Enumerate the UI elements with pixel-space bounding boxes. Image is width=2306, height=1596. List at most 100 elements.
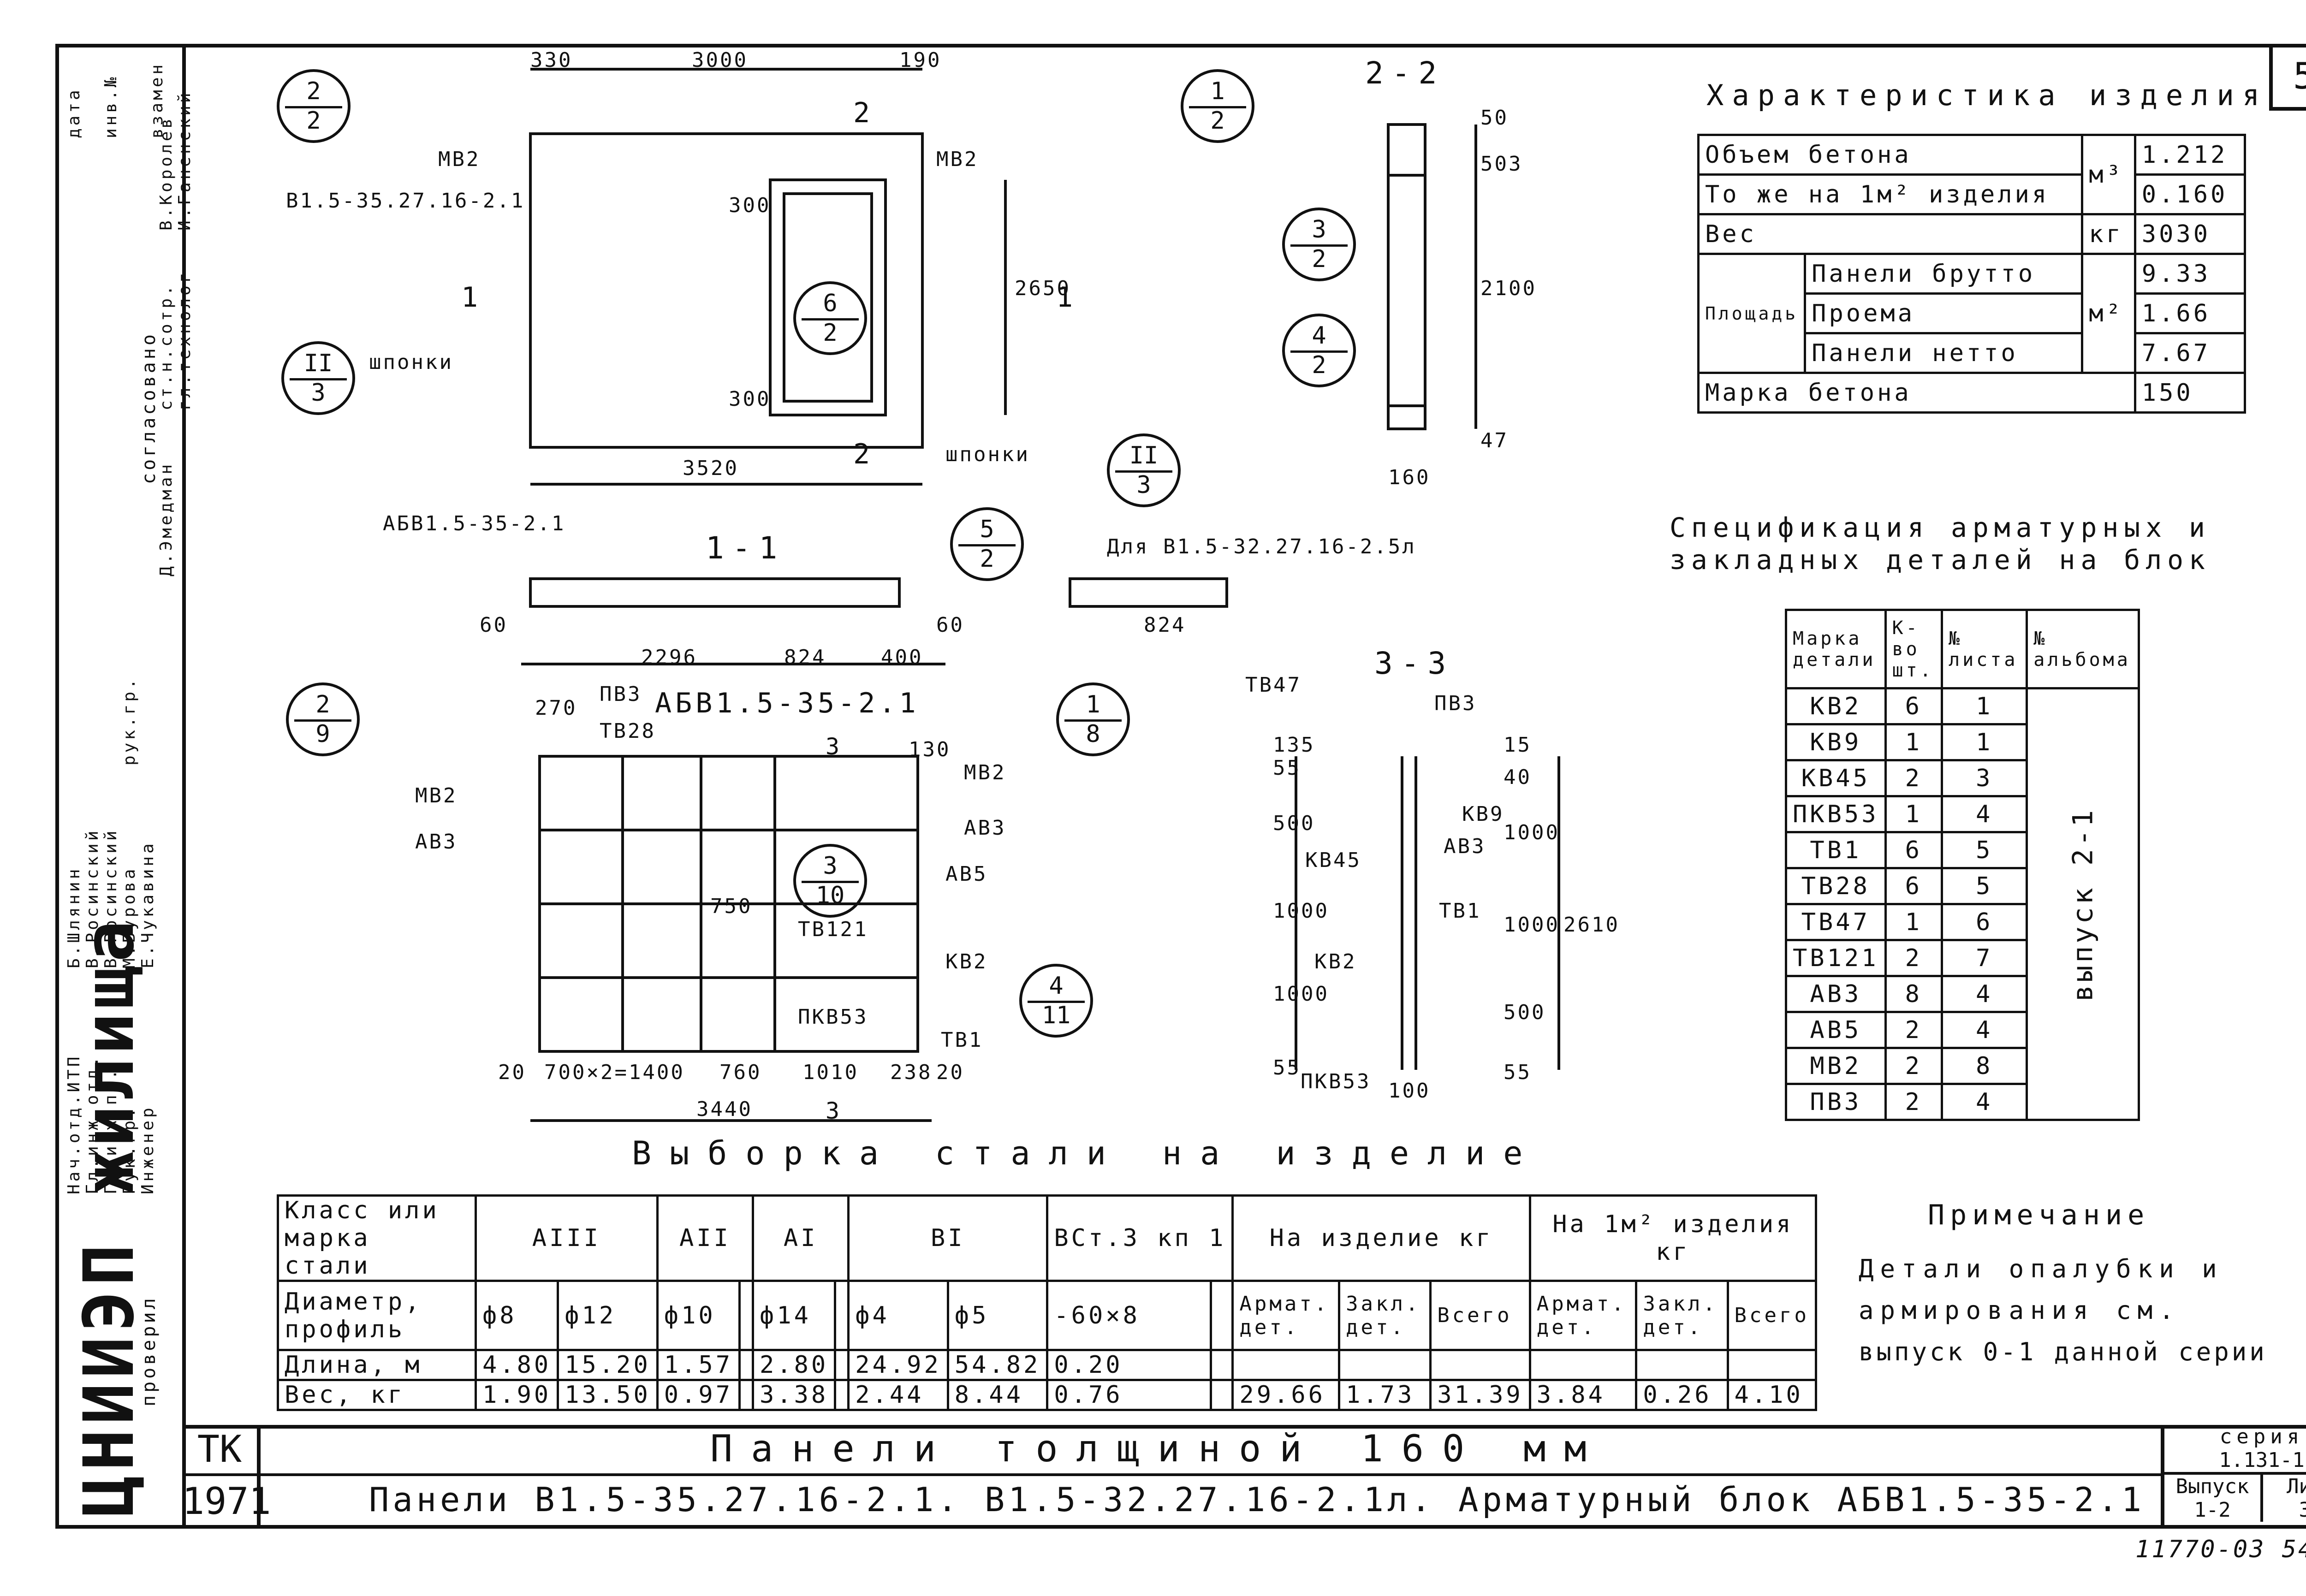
dim-small-1: 300 [729,194,771,217]
spec-cell: 2 [1884,1083,1943,1121]
s11-dim-2: 2296 [641,646,697,669]
s11-dim-3: 824 [784,646,826,669]
spec-cell: МВ2 [1785,1047,1887,1085]
spec-cell: 1 [1884,903,1943,941]
steel-diam: ф10 [656,1280,741,1351]
block-label-pv3: ПВ3 [600,682,642,706]
steel-len-empty [1338,1349,1432,1381]
block-bdim-6: 20 [936,1061,964,1084]
steel-on-m2: На 1м² изделия кг [1528,1194,1818,1282]
label-shponki-left: шпонки [369,350,453,374]
char-unit: м³ [2081,134,2136,215]
spec-cell: 6 [1940,903,2028,941]
steel-len-empty [1528,1349,1638,1381]
spec-title-1: Спецификация арматурных и [1670,512,2211,543]
note-line-3: выпуск 0-1 данной серии [1859,1337,2267,1366]
steel-total: 1.73 [1338,1379,1432,1411]
title-block [182,1425,2306,1529]
spec-cell: 2 [1884,1011,1943,1049]
spec-cell: 7 [1940,939,2028,977]
block-label-mv2-left: МВ2 [415,784,458,807]
char-name: Объем бетона [1697,134,2084,176]
block-bdim-4: 1010 [802,1061,859,1084]
vyp-value: 1-2 [2194,1498,2231,1522]
block-total-dim: 3440 [696,1098,753,1121]
s33-ldim-2: 135 [1273,733,1315,757]
char-area-label: Площадь [1697,253,1807,374]
spec-cell: 4 [1940,1083,2028,1121]
s33-label-pv3: ПВ3 [1434,692,1477,715]
spec-cell: ПВ3 [1785,1083,1887,1121]
dim-top-3: 190 [899,48,942,72]
spec-cell: 2 [1884,939,1943,977]
spec-cell: ПКВ53 [1785,795,1887,833]
title-line-2: Панели В1.5-35.27.16-2.1. В1.5-32.27.16-… [369,1480,2146,1519]
steel-wt [1209,1379,1234,1411]
spec-cell: 1 [1940,687,2028,725]
steel-class-AIII: АIII [475,1194,659,1282]
char-value: 1.66 [2134,292,2247,334]
spec-cell: АВ5 [1785,1011,1887,1049]
steel-diam: ф5 [946,1280,1049,1351]
s33-rdim-4: 1000 [1504,913,1560,937]
spec-cell: 4 [1940,975,2028,1013]
dim-small-2: 300 [729,387,771,411]
char-name: Вес [1697,213,2084,255]
block-title: АБВ1.5-35-2.1 [655,687,920,719]
s33-rdim-2: 40 [1504,765,1532,789]
steel-on-item: На изделие кг [1231,1194,1531,1282]
s33-rdim-1: 15 [1504,733,1532,757]
block-bdim-5: 238 [890,1061,933,1084]
steel-wt: 1.90 [474,1379,559,1411]
char-name: Панели нетто [1804,332,2084,374]
s22-dim-4: 47 [1480,429,1509,452]
spec-cell: 6 [1884,687,1943,725]
char-name: Проема [1804,292,2084,334]
section-2-2-title: 2-2 [1365,55,1445,91]
s33-ldim-1: 55 [1273,756,1301,780]
spec-cell: 1 [1884,723,1943,761]
section-3-3-title: 3-3 [1374,646,1455,681]
s33-label-tv47: ТВ47 [1245,673,1302,697]
s33-label-pkv53: ПКВ53 [1301,1070,1371,1093]
spec-cell: КВ45 [1785,759,1887,797]
note-title: Примечание [1928,1199,2150,1231]
spec-table: Марка детали К-во шт. № листа № альбома … [1785,609,2140,1121]
block-top-dim-2: 130 [909,738,951,761]
title-line-1: Панели толщиной 160 мм [710,1427,1605,1470]
s33-ldim-5: 1000 [1273,982,1329,1006]
steel-len: 2.80 [752,1349,837,1381]
steel-table: Класс или марка стали АIII АII АI ВI ВСт… [277,1194,1818,1411]
block-label-av3-left: АВ3 [415,830,458,854]
steel-wt: 3.38 [752,1379,837,1411]
steel-sub-header: Всего [1726,1280,1818,1351]
s11-dim-1: 60 [480,613,508,637]
block-label-kv2: КВ2 [945,950,988,973]
steel-diam [738,1280,755,1351]
spec-cell: 2 [1884,759,1943,797]
vyp-label: Выпуск [2175,1475,2249,1498]
steel-class-BI: ВI [847,1194,1049,1282]
block-label-av3-right: АВ3 [964,816,1006,840]
spec-cell: 2 [1884,1047,1943,1085]
left-strip [55,44,182,1529]
steel-total: 0.26 [1635,1379,1729,1411]
series-box: серия 1.131-1 Выпуск 1-2 Лист 35 [2161,1425,2306,1529]
char-value: 1.212 [2134,134,2247,176]
block-label-mv2-right: МВ2 [964,761,1006,784]
spec-cell: 5 [1940,831,2028,869]
s33-ldim-4: 1000 [1273,899,1329,923]
note-line-1: Детали опалубки и [1859,1254,2223,1283]
spec-cell: ТВ121 [1785,939,1887,977]
